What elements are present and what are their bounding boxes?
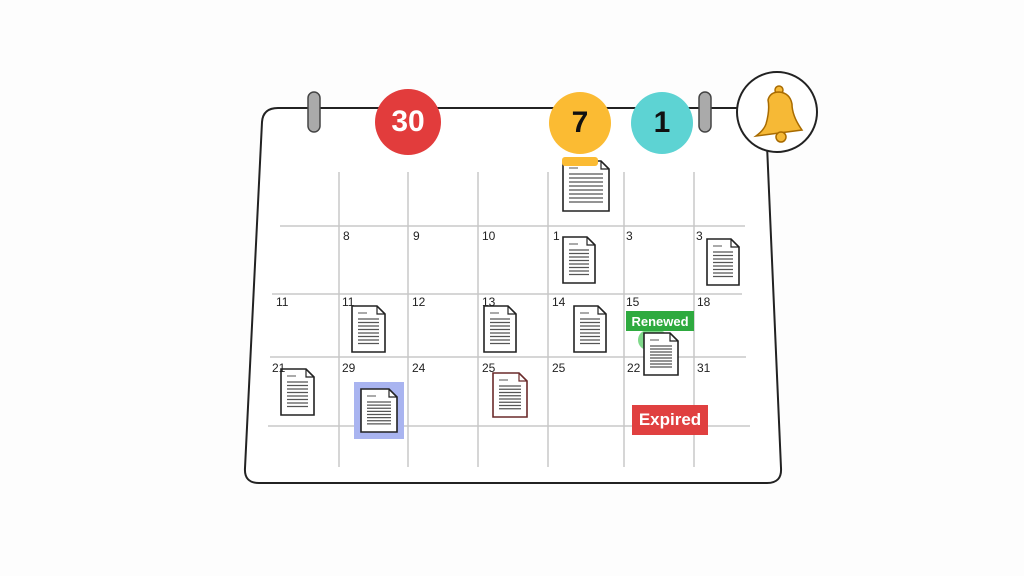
day-label: 22: [627, 361, 641, 375]
expired-badge: Expired: [632, 405, 708, 435]
day-label: 18: [697, 295, 711, 309]
day-label: 10: [482, 229, 496, 243]
day-label: 3: [626, 229, 633, 243]
document-icon: [706, 238, 740, 291]
day-label: 31: [697, 361, 711, 375]
day-label: 25: [552, 361, 566, 375]
calendar-ring-icon: [307, 91, 712, 133]
document-icon: [562, 236, 596, 289]
document-icon: [483, 305, 517, 358]
renewed-badge: Renewed: [626, 311, 694, 331]
day-label: 14: [552, 295, 566, 309]
document-icon: [573, 305, 607, 358]
count-badge-yellow: 7: [549, 92, 611, 154]
count-badge-teal: 1: [631, 92, 693, 154]
document-icon: [492, 372, 528, 423]
document-icon: [643, 332, 679, 381]
document-icon: [280, 368, 315, 421]
bell-icon: [753, 85, 804, 143]
day-label: 13: [482, 295, 496, 309]
day-label: 11: [276, 295, 289, 309]
day-label: 21: [272, 361, 286, 375]
document-icon: [562, 160, 610, 217]
day-label: 15: [626, 295, 640, 309]
day-label: 11: [342, 295, 355, 309]
document-icon: [351, 305, 386, 358]
day-label: 29: [342, 361, 356, 375]
day-label: 9: [413, 229, 420, 243]
day-label: 12: [412, 295, 426, 309]
day-label: 25: [482, 361, 496, 375]
day-label: 3: [696, 229, 703, 243]
count-badge-red: 30: [375, 89, 441, 155]
day-label: 8: [343, 229, 350, 243]
day-label: 1: [553, 229, 560, 243]
day-label: 24: [412, 361, 426, 375]
clip: [562, 157, 598, 166]
document-icon: [360, 388, 398, 438]
